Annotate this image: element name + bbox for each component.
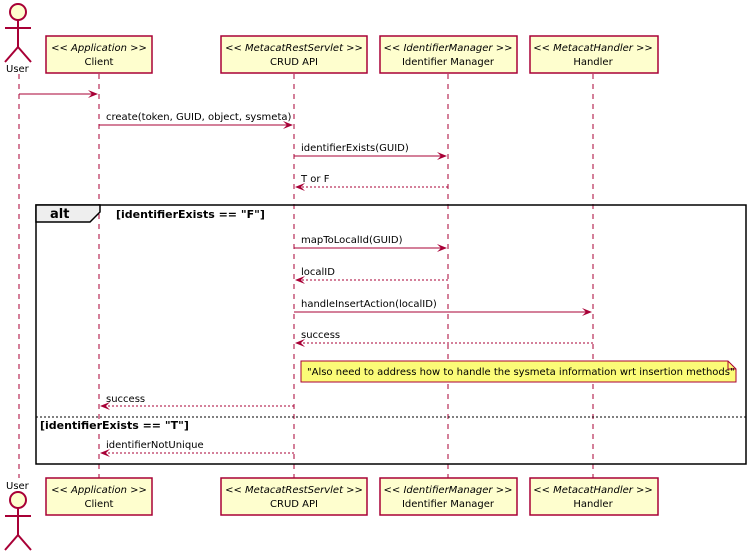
message-label-9: success — [106, 394, 145, 405]
alt-guard-1: [identifierExists == "F"] — [116, 208, 265, 221]
participant-name-crud-api: CRUD API — [270, 499, 318, 510]
participant-stereotype-identifier-manager: << IdentifierManager >> — [384, 43, 513, 54]
actor-label: User — [6, 64, 30, 75]
message-label-5: mapToLocalId(GUID) — [301, 235, 403, 246]
alt-fragment: alt [identifierExists == "F"] [identifie… — [35, 204, 747, 465]
participants-top: User << Application >> Client << Metacat… — [4, 3, 659, 75]
participant-name-crud-api: CRUD API — [270, 57, 318, 68]
participant-name-identifier-manager: Identifier Manager — [402, 499, 495, 510]
actor-label: User — [6, 481, 30, 492]
participant-box-client — [45, 477, 153, 516]
participant-box-client — [45, 35, 153, 74]
participant-box-identifier-manager — [379, 477, 518, 516]
stick-figure-icon — [4, 3, 32, 63]
participant-stereotype-handler: << MetacatHandler >> — [533, 485, 653, 496]
participant-stereotype-handler: << MetacatHandler >> — [533, 43, 653, 54]
participants-bottom: User << Application >> Client << Metacat… — [4, 477, 659, 551]
message-label-6: localID — [301, 267, 335, 278]
participant-name-identifier-manager: Identifier Manager — [402, 57, 495, 68]
message-label-10: identifierNotUnique — [106, 440, 204, 451]
actor-user-bottom: User — [4, 481, 32, 551]
note-box — [300, 360, 737, 383]
participant-box-crud-api — [220, 477, 368, 516]
message-label-7: handleInsertAction(localID) — [301, 299, 437, 310]
participant-name-handler: Handler — [573, 57, 613, 68]
participant-name-handler: Handler — [573, 499, 613, 510]
alt-keyword: alt — [50, 207, 69, 222]
participant-box-identifier-manager — [379, 35, 518, 74]
participant-box-handler — [529, 477, 659, 516]
participant-box-handler — [529, 35, 659, 74]
alt-tab — [35, 204, 101, 223]
messages — [19, 90, 593, 457]
participant-box-crud-api — [220, 35, 368, 74]
message-label-3: identifierExists(GUID) — [301, 143, 409, 154]
participant-stereotype-client: << Application >> — [51, 43, 147, 54]
participant-stereotype-identifier-manager: << IdentifierManager >> — [384, 485, 513, 496]
participant-name-client: Client — [85, 499, 114, 510]
participant-name-client: Client — [85, 57, 114, 68]
alt-guard-2: [identifierExists == "T"] — [40, 419, 189, 432]
note-corner — [727, 361, 736, 370]
message-label-4: T or F — [300, 174, 330, 185]
actor-user-top: User — [4, 3, 32, 75]
message-label-2: create(token, GUID, object, sysmeta) — [106, 112, 291, 123]
message-labels: create(token, GUID, object, sysmeta) ide… — [106, 112, 437, 451]
participant-stereotype-crud-api: << MetacatRestServlet >> — [225, 43, 363, 54]
lifelines — [18, 74, 594, 478]
alt-frame — [35, 204, 747, 465]
participant-stereotype-client: << Application >> — [51, 485, 147, 496]
note: "Also need to address how to handle the … — [300, 360, 737, 383]
message-label-8: success — [301, 330, 340, 341]
participant-stereotype-crud-api: << MetacatRestServlet >> — [225, 485, 363, 496]
note-text: "Also need to address how to handle the … — [307, 367, 735, 378]
stick-figure-icon — [4, 491, 32, 551]
